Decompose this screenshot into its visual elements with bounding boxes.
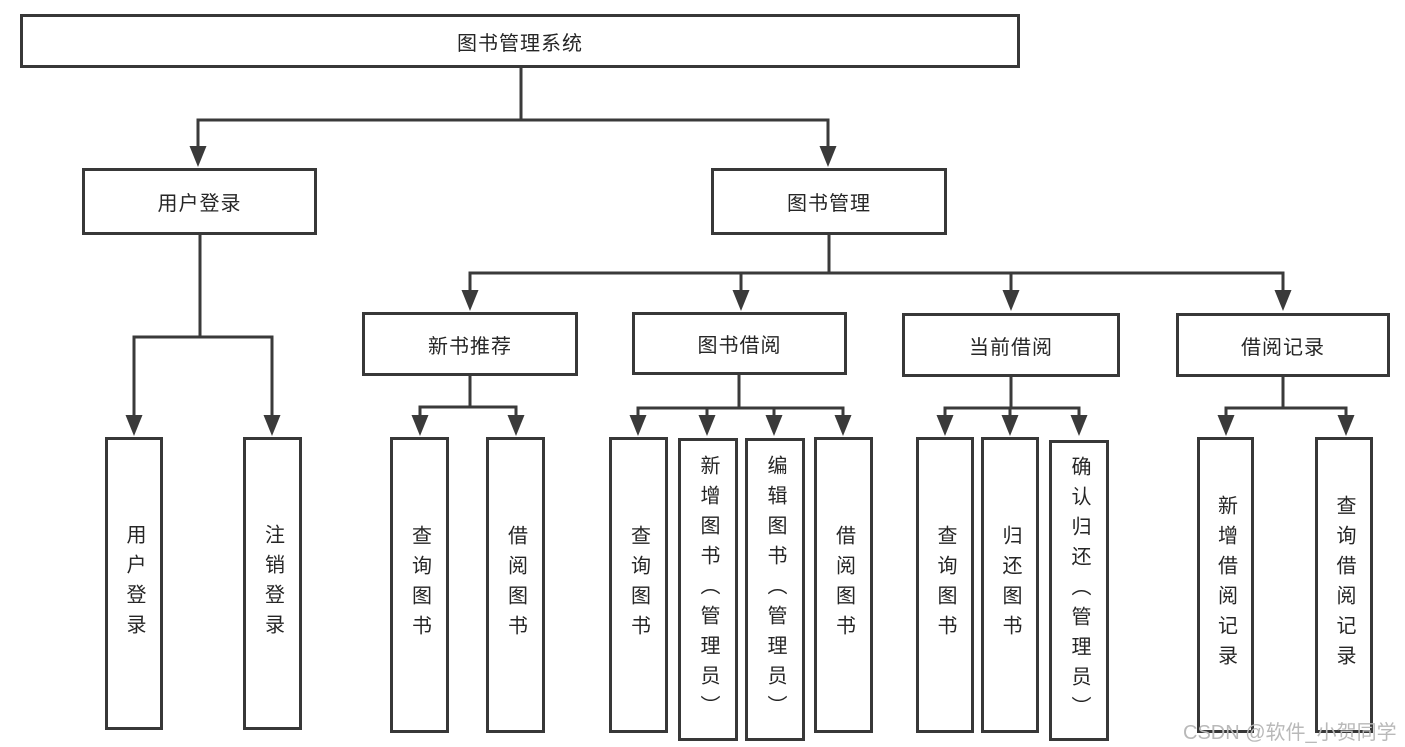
leaf-query-borrow-record: 查询借阅记录 bbox=[1315, 437, 1373, 733]
leaf-confirm-return-admin: 确认归还（管理员） bbox=[1049, 440, 1109, 741]
connector-user-login-branch bbox=[125, 234, 281, 436]
leaf-add-borrow-record: 新增借阅记录 bbox=[1197, 437, 1254, 733]
node-label: 新增图书（管理员） bbox=[697, 454, 719, 725]
node-label: 查询图书 bbox=[934, 525, 956, 645]
node-label: 图书管理 bbox=[787, 193, 871, 215]
node-label: 图书借阅 bbox=[697, 335, 782, 357]
leaf-query-books-2: 查询图书 bbox=[609, 437, 668, 733]
leaf-borrow-books-1: 借阅图书 bbox=[486, 437, 545, 733]
connector-root-to-level2 bbox=[189, 68, 837, 167]
node-label: 借阅图书 bbox=[504, 525, 527, 645]
connector-book-management-branch bbox=[461, 234, 1292, 311]
node-book-borrowing: 图书借阅 bbox=[632, 312, 847, 375]
node-label: 确认归还（管理员） bbox=[1068, 455, 1090, 726]
leaf-user-login: 用户登录 bbox=[105, 437, 163, 730]
node-current-borrowing: 当前借阅 bbox=[902, 313, 1120, 377]
leaf-query-books-1: 查询图书 bbox=[390, 437, 449, 733]
node-label: 编辑图书（管理员） bbox=[764, 454, 786, 725]
connector-new-book-branch bbox=[411, 376, 525, 436]
leaf-logout: 注销登录 bbox=[243, 437, 302, 730]
node-new-book-recommendation: 新书推荐 bbox=[362, 312, 578, 376]
connector-book-borrowing-branch bbox=[629, 375, 852, 436]
node-label: 借阅记录 bbox=[1241, 336, 1325, 359]
node-library-system-root: 图书管理系统 bbox=[20, 14, 1020, 68]
node-user-login: 用户登录 bbox=[82, 168, 317, 235]
node-label: 注销登录 bbox=[261, 523, 284, 644]
leaf-borrow-books-2: 借阅图书 bbox=[814, 437, 873, 733]
node-book-management: 图书管理 bbox=[711, 168, 947, 235]
node-label: 归还图书 bbox=[999, 525, 1021, 645]
node-label: 借阅图书 bbox=[832, 525, 855, 645]
leaf-return-books: 归还图书 bbox=[981, 437, 1039, 733]
node-label: 用户登录 bbox=[123, 523, 145, 644]
leaf-query-books-3: 查询图书 bbox=[916, 437, 974, 733]
node-borrowing-records: 借阅记录 bbox=[1176, 313, 1390, 377]
node-label: 图书管理系统 bbox=[457, 32, 583, 55]
node-label: 查询借阅记录 bbox=[1333, 495, 1355, 675]
leaf-add-books-admin: 新增图书（管理员） bbox=[678, 438, 738, 741]
node-label: 新增借阅记录 bbox=[1214, 495, 1237, 675]
csdn-watermark: CSDN @软件_小贺同学 bbox=[1183, 722, 1397, 744]
node-label: 用户登录 bbox=[157, 193, 242, 215]
node-label: 查询图书 bbox=[408, 525, 431, 645]
connector-borrowing-records-branch bbox=[1217, 377, 1355, 436]
node-label: 当前借阅 bbox=[969, 336, 1053, 359]
node-label: 新书推荐 bbox=[428, 335, 512, 358]
node-label: 查询图书 bbox=[627, 525, 650, 645]
connector-current-borrowing-branch bbox=[936, 377, 1088, 436]
leaf-edit-books-admin: 编辑图书（管理员） bbox=[745, 438, 805, 741]
